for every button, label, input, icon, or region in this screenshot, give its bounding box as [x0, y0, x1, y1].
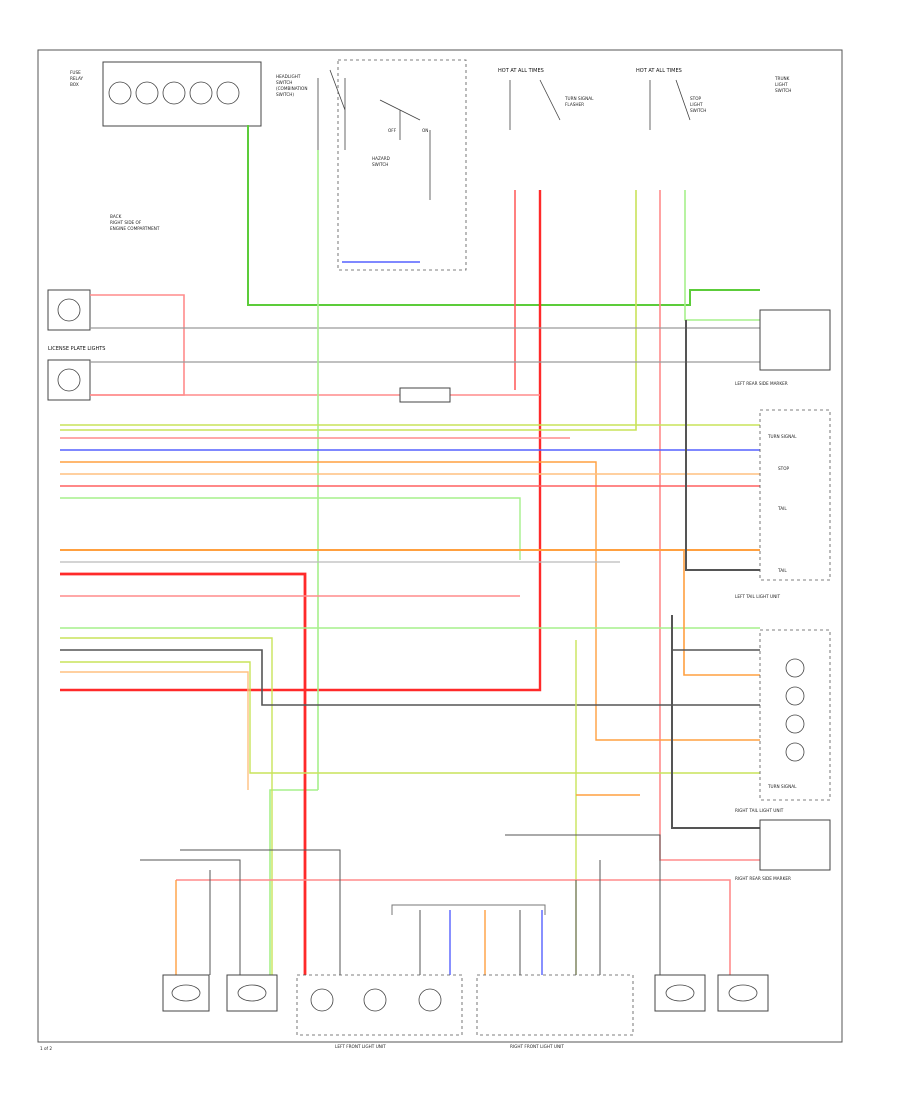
hot-label-2: HOT AT ALL TIMES [636, 68, 682, 74]
svg-text:SWITCH: SWITCH [775, 88, 791, 93]
svg-text:TAIL: TAIL [777, 568, 787, 573]
wire-black-right-v1 [685, 320, 760, 571]
svg-text:SWITCH: SWITCH [276, 80, 292, 85]
svg-text:BOX: BOX [70, 82, 79, 87]
wire-orange-h4 [60, 461, 760, 741]
right-front-side-marker [717, 974, 769, 1012]
wire-light-green-dimmer [269, 150, 319, 975]
svg-text:TURN SIGNAL: TURN SIGNAL [767, 434, 797, 439]
wire-light-green-h7 [60, 497, 521, 560]
license-plate-light-lower [47, 359, 91, 401]
right-rear-side-marker-label: RIGHT REAR SIDE MARKER [735, 876, 791, 881]
wire-yellow-green-h13 [60, 637, 273, 975]
right-rear-side-marker [759, 819, 831, 871]
svg-text:BACK: BACK [110, 214, 122, 219]
wire-black-bottom-right [505, 834, 661, 975]
wire-green-main [247, 125, 760, 306]
svg-text:TURN SIGNAL: TURN SIGNAL [564, 96, 594, 101]
wire-red-h10 [60, 572, 307, 975]
wire-pink-bottom [176, 879, 731, 975]
svg-text:LIGHT: LIGHT [775, 82, 788, 87]
wire-black-right-v2 [671, 615, 760, 829]
svg-text:RIGHT SIDE OF: RIGHT SIDE OF [110, 220, 142, 225]
svg-text:TRUNK: TRUNK [774, 76, 790, 81]
wire-pink-license-1 [90, 294, 185, 396]
svg-text:TAIL: TAIL [777, 506, 787, 511]
hazard-switch-box [337, 59, 467, 271]
wire-yellow-green-h15 [60, 661, 760, 774]
svg-text:HEADLIGHT: HEADLIGHT [276, 74, 301, 79]
right-front-light-unit [476, 974, 634, 1036]
wire-light-orange-h16 [60, 671, 249, 790]
svg-text:LIGHT: LIGHT [690, 102, 703, 107]
svg-text:SWITCH): SWITCH) [276, 92, 294, 97]
wire-black-bottom-left [140, 849, 341, 975]
right-tail-light-label: RIGHT TAIL LIGHT UNIT [735, 808, 784, 813]
connector-c101 [399, 387, 451, 403]
wire-black-h14 [60, 649, 760, 706]
left-front-light-unit [296, 974, 463, 1036]
svg-text:STOP: STOP [690, 96, 702, 101]
wire-gray-bracket [391, 904, 546, 915]
svg-text:SWITCH: SWITCH [690, 108, 706, 113]
svg-text:(COMBINATION: (COMBINATION [276, 86, 307, 91]
svg-text:SWITCH: SWITCH [372, 162, 388, 167]
left-rear-side-marker [759, 309, 831, 371]
left-front-side-marker [162, 974, 210, 1012]
svg-text:HAZARD: HAZARD [372, 156, 390, 161]
page-reference: 1 of 2 [40, 1046, 52, 1051]
svg-text:ON: ON [422, 128, 428, 133]
wire-red-vertical-main [60, 190, 542, 692]
fuse-box [102, 61, 262, 127]
right-front-turn-signal [654, 974, 706, 1012]
svg-text:TURN SIGNAL: TURN SIGNAL [767, 784, 797, 789]
left-tail-light-label: LEFT TAIL LIGHT UNIT [735, 594, 780, 599]
left-rear-side-marker-label: LEFT REAR SIDE MARKER [735, 381, 788, 386]
left-front-light-unit-label: LEFT FRONT LIGHT UNIT [335, 1044, 386, 1049]
svg-text:FLASHER: FLASHER [565, 102, 584, 107]
wire-orange-vertical-1 [60, 190, 637, 431]
svg-text:ENGINE COMPARTMENT: ENGINE COMPARTMENT [110, 226, 160, 231]
right-front-light-unit-label: RIGHT FRONT LIGHT UNIT [510, 1044, 564, 1049]
hot-label-1: HOT AT ALL TIMES [498, 68, 544, 74]
svg-text:FUSE: FUSE [70, 70, 81, 75]
left-front-turn-signal [226, 974, 278, 1012]
svg-text:OFF: OFF [388, 128, 397, 133]
wire-green-vertical-right [684, 190, 760, 321]
license-plate-light-upper [47, 289, 91, 331]
fuse-row [108, 81, 240, 105]
diagram-frame [37, 49, 843, 1043]
wire-orange-right-v [683, 550, 760, 676]
license-plate-lights-label: LICENSE PLATE LIGHTS [48, 346, 105, 352]
svg-text:RELAY: RELAY [70, 76, 84, 81]
svg-text:STOP: STOP [778, 466, 790, 471]
wire-black-bottom-mid [419, 910, 521, 975]
